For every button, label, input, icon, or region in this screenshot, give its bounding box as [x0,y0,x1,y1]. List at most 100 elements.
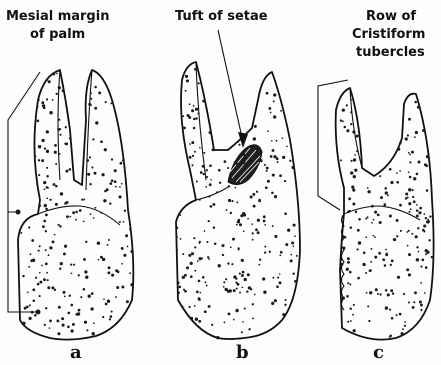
stipple-dot [410,208,412,210]
stipple-dot [177,281,180,284]
stipple-dot [239,223,242,226]
stipple-dot [414,136,416,138]
stipple-dot [257,231,260,234]
stipple-dot [100,140,103,143]
stipple-dot [274,195,277,198]
stipple-dot [286,145,288,147]
stipple-dot [65,170,68,173]
stipple-dot [408,188,411,191]
stipple-dot [423,230,425,232]
stipple-dot [93,217,95,219]
stipple-dot [396,235,398,237]
stipple-dot [47,279,49,281]
tubercle-label-line1: Row of [366,9,416,24]
cristiform-tubercle-row [342,214,345,310]
stipple-dot [355,211,357,213]
stipple-dot [45,208,48,211]
stipple-dot [366,292,368,294]
stipple-dot [65,126,67,128]
stipple-dot [206,169,208,171]
stipple-dot [46,150,49,153]
stipple-dot [125,234,128,237]
stipple-dot [350,320,352,322]
stipple-dot [367,305,369,307]
stipple-dot [63,291,66,294]
stipple-dot [273,100,275,102]
stipple-dot [271,140,273,142]
stipple-dot [365,218,367,220]
stipple-dot [84,270,87,273]
stipple-dot [104,190,107,193]
stipple-dot [107,271,110,274]
stipple-dot [408,171,410,173]
stipple-dot [252,303,254,305]
stipple-dot [29,317,32,320]
stipple-dot [408,211,410,213]
stipple-dot [90,98,92,100]
stipple-dot [363,252,366,255]
panel-letter-c: c [373,342,384,363]
stipple-dot [129,272,131,274]
stipple-dot [266,170,268,172]
stipple-dot [382,258,385,261]
stipple-dot [222,254,224,256]
stipple-dot [270,112,272,114]
stipple-dot [186,79,189,82]
stipple-dot [103,298,105,300]
stipple-dot [350,226,353,229]
stipple-dot [194,270,196,272]
stipple-dot [118,195,121,198]
stipple-dot [54,144,57,147]
stipple-dot [429,215,431,217]
stipple-dot [409,176,412,179]
stipple-dot [69,294,71,296]
stipple-dot [58,119,60,121]
stipple-dot [353,304,355,306]
stipple-dot [107,300,110,303]
stipple-dot [227,167,229,169]
stipple-dot [189,103,191,105]
stipple-dot [91,292,94,295]
stipple-dot [415,235,418,238]
stipple-dot [199,147,201,149]
stipple-dot [44,147,46,149]
stipple-dot [252,232,254,234]
stipple-dot [390,181,393,184]
stipple-dot [188,254,191,257]
stipple-dot [54,151,57,154]
stipple-dot [229,289,232,292]
stipple-dot [397,148,400,151]
stipple-dot [44,204,47,207]
stipple-dot [115,186,117,188]
stipple-dot [201,257,203,259]
stipple-dot [425,249,428,252]
stipple-dot [293,273,295,275]
stipple-dot [83,220,85,222]
stipple-dot [413,200,416,203]
stipple-dot [340,258,343,261]
stipple-dot [409,161,411,163]
stipple-dot [37,283,40,286]
stipple-dot [110,315,113,318]
stipple-dot [349,271,352,274]
stipple-dot [120,162,123,165]
stipple-dot [33,299,36,302]
stipple-dot [121,263,123,265]
stipple-dot [235,162,238,165]
stipple-dot [179,286,182,289]
stipple-dot [202,276,205,279]
stipple-dot [115,296,117,298]
stipple-dot [109,202,111,204]
stipple-dot [38,174,40,176]
stipple-dot [230,212,232,214]
stipple-dot [365,272,367,274]
stipple-dot [408,202,411,205]
stipple-dot [122,159,124,161]
stipple-dot [253,137,256,140]
stipple-dot [357,277,360,280]
stipple-dot [350,171,353,174]
stipple-dot [280,251,283,254]
stipple-dot [412,196,414,198]
stipple-dot [233,289,236,292]
stipple-dot [45,307,47,309]
